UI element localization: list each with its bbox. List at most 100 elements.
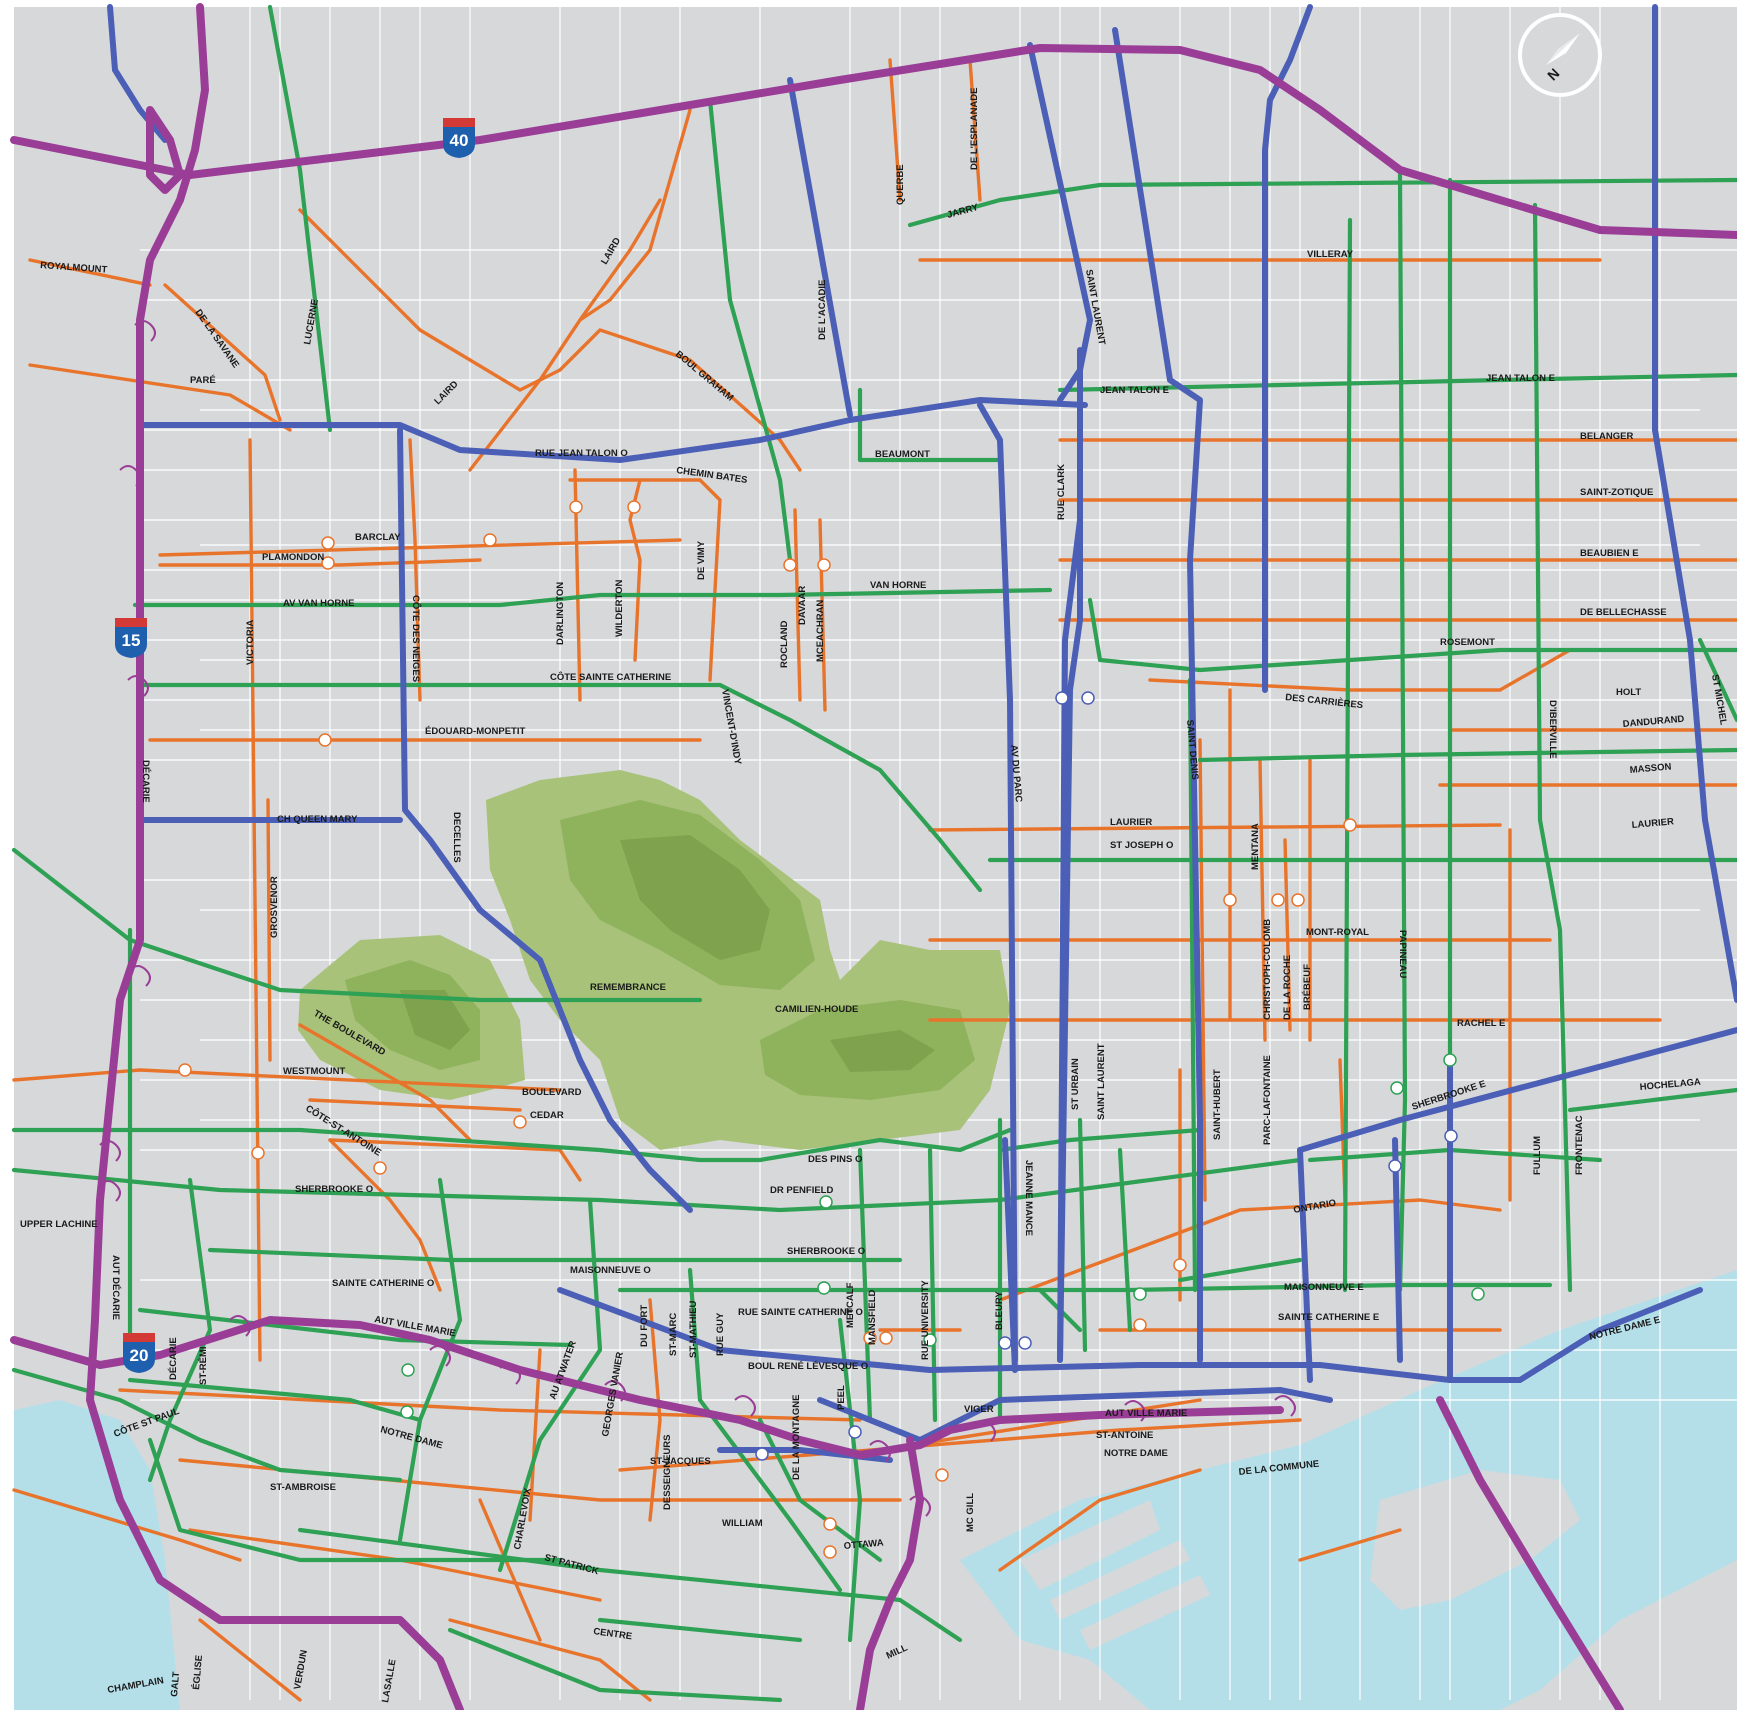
street-label: WESTMOUNT (283, 1066, 345, 1077)
map-frame-top (0, 0, 1737, 7)
street-label: PARC-LAFONTAINE (1262, 1055, 1273, 1145)
street-label: SAINT LAURENT (1096, 1043, 1107, 1120)
street-label: SAINT-HUBERT (1212, 1069, 1223, 1140)
street-label: DÉCARIE (168, 1337, 179, 1380)
street-label: MENTANA (1250, 823, 1261, 870)
street-label: DECELLES (451, 812, 462, 863)
street-label: HOLT (1616, 687, 1641, 698)
street-label: CÔTE DES NEIGES (410, 595, 422, 682)
street-label: RUE GUY (715, 1312, 726, 1356)
street-label: FULLUM (1532, 1136, 1543, 1175)
street-label: ST-ANTOINE (1096, 1430, 1153, 1441)
route-markers (178, 500, 1485, 1559)
street-label: CEDAR (530, 1110, 564, 1121)
street-label: DR PENFIELD (770, 1185, 833, 1196)
street-label: BOULEVARD (522, 1087, 582, 1098)
street-label: AUT VILLE MARIE (1105, 1408, 1187, 1419)
street-label: VAN HORNE (870, 580, 926, 591)
street-label: REMEMBRANCE (590, 982, 666, 993)
street-label: RUE SAINTE CATHERINE O (738, 1307, 863, 1318)
street-label: QUERBE (895, 164, 906, 205)
street-label: DE LA ROCHE (1282, 955, 1293, 1020)
street-label: JEAN TALON E (1100, 385, 1169, 396)
street-label: RUE UNIVERSITY (920, 1280, 931, 1360)
street-label: SAINTE CATHERINE E (1278, 1312, 1379, 1323)
street-label: UPPER LACHINE (20, 1219, 98, 1230)
street-label: ROCLAND (779, 620, 790, 668)
street-label: RUE CLARK (1056, 464, 1067, 520)
street-label: DE BELLECHASSE (1580, 607, 1667, 618)
street-label: PLAMONDON (262, 552, 324, 563)
street-label: DES PINS O (808, 1154, 862, 1165)
street-label: WILDERTON (614, 580, 625, 637)
street-label: DE LA MONTAGNE (791, 1395, 802, 1481)
street-label: CHRISTOPH-COLOMB (1262, 919, 1273, 1020)
street-label: SAINTE CATHERINE O (332, 1278, 434, 1289)
green-routes (11, 4, 1737, 1703)
street-label: CH QUEEN MARY (277, 814, 358, 825)
st-lawrence-river (14, 1400, 180, 1710)
street-label: BOUL RENÉ LÉVESQUE O (748, 1361, 868, 1372)
street-label: DANDURAND (1622, 714, 1685, 730)
interchange-icons (99, 320, 1296, 1517)
street-label: DAVAAR (797, 586, 808, 625)
street-label: ST-RÉMI (198, 1346, 209, 1385)
street-label: BLEURY (994, 1291, 1005, 1330)
street-label: BRÉBEUF (1302, 964, 1313, 1010)
street-label: METCALF (845, 1282, 856, 1328)
street-label: PAPINEAU (1397, 930, 1408, 979)
mount-royal-park (298, 770, 1010, 1150)
street-label: ÉDOUARD-MONPETIT (425, 726, 525, 737)
street-label: DU FORT (639, 1305, 650, 1347)
street-label: VIGER (964, 1404, 994, 1415)
street-label: MCEACHRAN (815, 600, 826, 662)
street-label: SHERBROOKE O (787, 1246, 865, 1257)
street-label: GALT (169, 1671, 182, 1697)
street-label: SAINT-ZOTIQUE (1580, 487, 1653, 498)
street-label: DE L'ESPLANADE (969, 88, 980, 171)
street-label: D'IBERVILLE (1547, 700, 1558, 759)
street-label: DE L'ACADIE (817, 280, 828, 340)
street-label: ROYALMOUNT (40, 260, 108, 276)
interstate-20-shield: 20 (123, 1333, 155, 1373)
street-label: VICTORIA (245, 620, 256, 665)
street-label: DÉCARIE (140, 760, 151, 803)
street-label: MC GILL (965, 1493, 976, 1532)
street-label: FRONTENAC (1574, 1115, 1585, 1175)
island-sainte-helene (1370, 1470, 1580, 1610)
street-label: ROSEMONT (1440, 637, 1495, 648)
svg-text:15: 15 (122, 631, 141, 650)
north-arrow-icon[interactable]: N (1518, 13, 1602, 97)
street-label: AUT DÉCARIE (110, 1255, 121, 1320)
street-label: AV VAN HORNE (283, 598, 354, 609)
street-label: BARCLAY (355, 532, 401, 543)
street-label: AV DU PARC (1008, 744, 1024, 803)
street-label: MAISONNEUVE E (1284, 1282, 1364, 1293)
street-label: PARÉ (190, 375, 216, 386)
street-label: MASSON (1629, 761, 1672, 776)
street-label: SAINT DENIS (1184, 719, 1200, 780)
street-label: BELANGER (1580, 431, 1633, 442)
street-label: ST URBAIN (1070, 1058, 1081, 1110)
map-frame-left (0, 0, 14, 1710)
street-label: DE VIMY (696, 540, 707, 580)
street-label: CÔTE SAINTE CATHERINE (550, 671, 671, 683)
street-label: PEEL (836, 1385, 847, 1410)
street-label: DARLINGTON (555, 582, 566, 645)
street-label: MONT-ROYAL (1306, 927, 1369, 938)
street-label: MANSFIELD (867, 1289, 878, 1345)
street-label: MAISONNEUVE O (570, 1265, 651, 1276)
street-label: LAURIER (1631, 816, 1674, 831)
interstate-40-shield: 40 (443, 118, 475, 158)
street-label: ST-JACQUES (650, 1456, 711, 1467)
street-label: OTTAWA (843, 1538, 884, 1552)
street-label: DESSEIGNEURS (662, 1435, 673, 1511)
street-label: GROSVENOR (269, 876, 280, 938)
interstate-15-shield: 15 (115, 618, 147, 658)
street-label: LAURIER (1110, 817, 1152, 828)
svg-text:40: 40 (450, 131, 469, 150)
port-piers (1020, 1500, 1210, 1650)
street-label: ST-MATHIEU (688, 1301, 699, 1358)
street-label: CENTRE (593, 1626, 633, 1642)
